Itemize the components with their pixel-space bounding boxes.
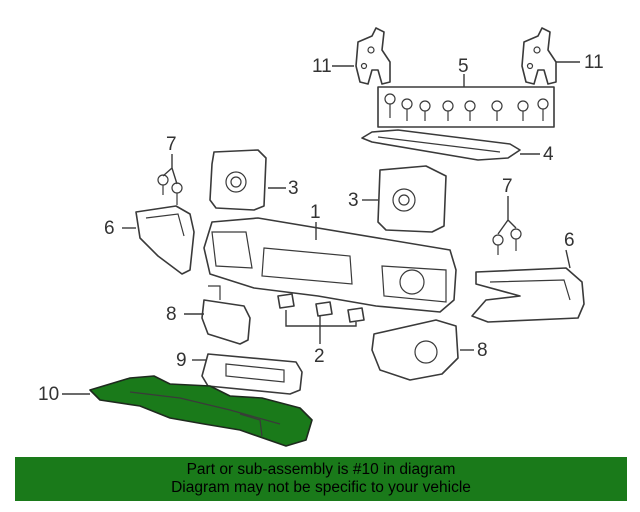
callout-3-right: 3 [348, 190, 359, 211]
callout-labels: 11 11 5 4 3 3 7 7 6 6 1 8 8 2 9 10 [38, 52, 604, 405]
callout-8-right: 8 [477, 340, 488, 361]
callout-10: 10 [38, 384, 59, 405]
part-1-bumper-bar[interactable] [203, 217, 457, 313]
part-7-left-bolts[interactable] [157, 174, 183, 205]
callout-6-right: 6 [564, 230, 575, 251]
callout-1: 1 [310, 202, 321, 223]
callout-6-left: 6 [104, 218, 115, 239]
banner-line-1: Part or sub-assembly is #10 in diagram [186, 461, 456, 478]
callout-2: 2 [314, 346, 325, 367]
part-6-right-end-cap[interactable] [471, 267, 585, 323]
banner-line-2: Diagram may not be specific to your vehi… [171, 479, 471, 496]
callout-11-left: 11 [312, 56, 332, 77]
part-3-left-mount[interactable] [209, 149, 267, 211]
leader-lines [62, 61, 580, 395]
part-8-left-bezel[interactable] [201, 285, 251, 345]
callout-4: 4 [543, 144, 554, 165]
callout-8-left: 8 [166, 304, 177, 325]
callout-5: 5 [458, 56, 469, 77]
part-7-right-bolts[interactable] [492, 228, 522, 255]
callout-9: 9 [176, 350, 187, 371]
part-6-left-end-cap[interactable] [135, 205, 195, 275]
callout-7-left: 7 [166, 134, 177, 155]
callout-3-left: 3 [288, 178, 299, 199]
part-10-skid-plate[interactable] [89, 375, 313, 447]
info-banner: Part or sub-assembly is #10 in diagram D… [15, 457, 627, 501]
part-9-badge-plate[interactable] [201, 353, 303, 395]
part-4-upper-shield[interactable] [361, 129, 521, 161]
part-2-clips[interactable] [277, 293, 365, 323]
callout-11-right: 11 [584, 52, 604, 73]
part-3-right-mount[interactable] [377, 165, 447, 233]
part-5-fastener-set[interactable] [377, 86, 555, 128]
part-11-right-bracket[interactable] [521, 27, 557, 85]
callout-7-right: 7 [502, 176, 513, 197]
part-8-right-bezel[interactable] [371, 319, 459, 381]
part-11-left-bracket[interactable] [355, 27, 391, 85]
